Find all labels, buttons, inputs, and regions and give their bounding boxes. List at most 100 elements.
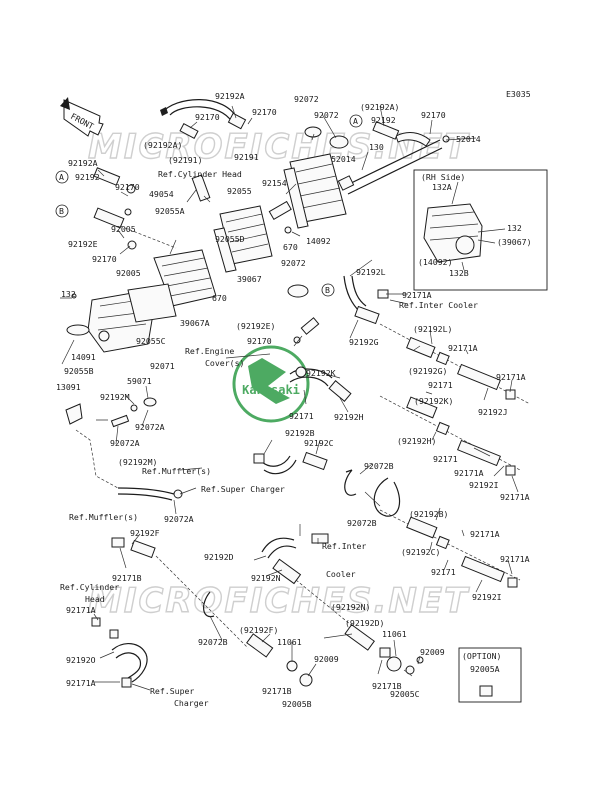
hose-92192m	[75, 429, 183, 501]
hose-92192o	[91, 617, 148, 688]
hose-92192b	[253, 451, 328, 475]
part-label: 130	[369, 142, 384, 152]
part-label: 92192D	[204, 552, 234, 562]
part-label: 92171	[433, 454, 458, 464]
part-label: Cooler	[326, 569, 356, 579]
part-label: 92009	[420, 647, 445, 657]
part-label: 92170	[421, 110, 446, 120]
part-label: (92192A)	[360, 102, 399, 112]
part-label: 39067A	[180, 318, 210, 328]
part-label: 92171A	[402, 290, 432, 300]
part-label: 92170	[195, 112, 220, 122]
part-label: Ref.Cylinder Head	[158, 169, 242, 179]
part-label: Head	[85, 594, 105, 604]
part-label: 49054	[149, 189, 174, 199]
part-label: 92072	[294, 94, 319, 104]
hose-92192d-92192n	[261, 533, 391, 658]
part-label: 92192	[371, 115, 396, 125]
part-label: 92171B	[112, 573, 142, 583]
marker-a-left: A	[59, 172, 64, 182]
hose-chain-92192g	[406, 336, 516, 400]
fittings-11061-92009	[286, 656, 424, 687]
part-label: 92005	[111, 224, 136, 234]
part-label: 92009	[314, 654, 339, 664]
part-label: 92192I	[472, 592, 502, 602]
plug-13091	[65, 403, 83, 425]
rh-label-132a: 132A	[432, 182, 452, 192]
clamps-92072b	[203, 469, 401, 618]
part-label: Ref.Cylinder	[60, 582, 119, 592]
logo-text: Kawasaki	[242, 383, 300, 397]
part-label: 92192	[75, 172, 100, 182]
part-label: 92192L	[356, 267, 386, 277]
cover-92055c	[127, 249, 217, 323]
part-label: 52014	[331, 154, 356, 164]
part-label: 92171	[431, 567, 456, 577]
hose-92192f-lower	[111, 537, 274, 658]
part-label: 92005C	[390, 689, 420, 699]
part-label: Ref.Inter	[322, 541, 366, 551]
part-label: 92171	[289, 411, 314, 421]
part-label: 92055D	[215, 234, 245, 244]
marker-group	[55, 114, 363, 297]
part-label: 670	[283, 242, 298, 252]
hose-92192e	[93, 207, 177, 250]
part-label: 92192F	[130, 528, 160, 538]
part-label: 13091	[56, 382, 81, 392]
rh-label-132b: 132B	[449, 268, 469, 278]
part-label: (92192L)	[413, 324, 452, 334]
part-label: (92192D)	[345, 618, 384, 628]
part-label: 132	[61, 289, 76, 299]
hose-chain-92192c	[379, 509, 521, 588]
part-label: 92072	[281, 258, 306, 268]
part-label: Ref.Muffler(s)	[142, 466, 211, 476]
part-label: 92072B	[198, 637, 228, 647]
part-label: 92072A	[164, 514, 194, 524]
hose-chain-92192h	[379, 395, 521, 476]
marker-b-left: B	[59, 206, 64, 216]
part-label: Ref.Inter Cooler	[399, 300, 478, 310]
part-label: 14092	[306, 236, 331, 246]
cover-14092	[268, 153, 347, 234]
clamps-92072	[287, 126, 349, 298]
part-label: Ref.Engine	[185, 346, 234, 356]
part-label: 92192B	[285, 428, 315, 438]
part-label: (92192K)	[414, 396, 453, 406]
part-label: 52014	[456, 134, 481, 144]
part-label: 92192C	[304, 438, 334, 448]
part-label: 92192J	[478, 407, 508, 417]
cover-92055-center	[191, 174, 273, 273]
part-label: 11061	[277, 637, 302, 647]
diagram-code: E3035	[506, 89, 531, 99]
part-label: 11061	[382, 629, 407, 639]
part-label: 39067	[237, 274, 262, 284]
rh-label-14092: (14092)	[418, 257, 453, 267]
part-label: 92171A	[496, 372, 526, 382]
rh-side-title: (RH Side)	[421, 172, 465, 182]
hose-chain-92192l	[343, 275, 531, 405]
watermark-bottom: MICROFICHES.NET	[88, 581, 470, 621]
part-label: 92192G	[349, 337, 379, 347]
marker-a-right: A	[353, 116, 358, 126]
marker-b-right: B	[325, 285, 330, 295]
part-label: 92154	[262, 178, 287, 188]
part-label: 59071	[127, 376, 152, 386]
part-label: (92192H)	[397, 436, 436, 446]
part-label: 92192M	[100, 392, 130, 402]
part-label: 92171	[428, 380, 453, 390]
part-label: (92191)	[168, 155, 203, 165]
leader-lines	[60, 105, 519, 691]
part-label: Cover(s)	[205, 358, 244, 368]
part-label: 92192I	[469, 480, 499, 490]
part-label: 92072A	[110, 438, 140, 448]
hose-92192k	[289, 366, 352, 402]
part-label: 92171A	[66, 678, 96, 688]
part-label: 92170	[247, 336, 272, 346]
part-label: (92192F)	[239, 625, 278, 635]
part-label: 92192A	[215, 91, 245, 101]
part-label: (92192N)	[331, 602, 370, 612]
rh-label-39067: (39067)	[497, 237, 532, 247]
part-label: 92170	[115, 182, 140, 192]
